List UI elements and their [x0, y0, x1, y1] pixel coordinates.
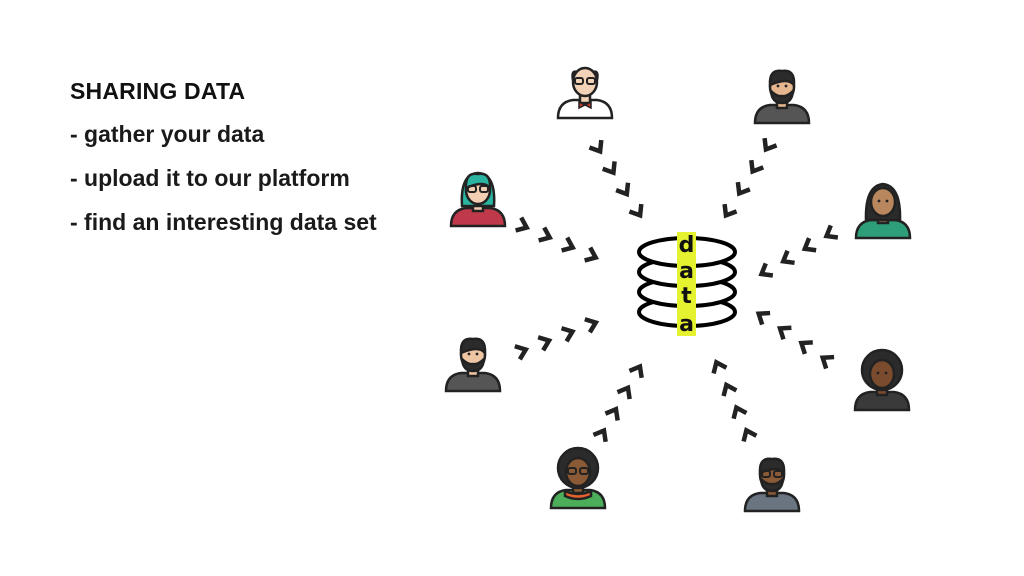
chevron-arrows	[514, 137, 839, 443]
chevron-arrow-1-1	[588, 139, 604, 155]
person-beard-grey-shirt-avatar	[444, 337, 502, 393]
database-icon: d a t a	[637, 232, 737, 337]
person-bald-glasses-bowtie-avatar	[556, 66, 614, 120]
data-label-highlight	[677, 232, 696, 336]
chevron-arrow-8-3	[721, 381, 738, 397]
chevron-arrow-4-1	[823, 224, 839, 240]
chevron-arrow-7-3	[616, 384, 632, 400]
chevron-arrow-6-1	[819, 354, 835, 370]
chevron-arrow-8-4	[711, 358, 728, 374]
chevron-arrow-6-3	[776, 325, 792, 340]
chevron-arrow-7-2	[604, 406, 620, 421]
slide-text: SHARING DATA - gather your data - upload…	[70, 78, 377, 251]
chevron-arrow-8-1	[741, 426, 758, 442]
chevron-arrow-2-4	[722, 203, 738, 219]
chevron-arrow-3-1	[515, 216, 531, 233]
person-afro-hair-avatar	[853, 348, 911, 412]
chevron-arrow-8-2	[731, 404, 748, 420]
chevron-arrow-4-2	[801, 237, 817, 253]
people-avatars	[444, 66, 912, 513]
bullet-find-data-set: - find an interesting data set	[70, 209, 377, 235]
chevron-arrow-3-2	[538, 226, 554, 243]
chevron-arrow-4-4	[758, 262, 774, 278]
chevron-arrow-5-4	[584, 317, 600, 334]
chevron-arrow-5-2	[537, 335, 553, 352]
chevron-arrow-6-2	[798, 340, 813, 355]
person-curly-hair-scarf-avatar	[549, 446, 607, 510]
chevron-arrow-7-4	[628, 363, 644, 379]
chevron-arrow-2-3	[735, 181, 751, 197]
person-dark-hair-beard-avatar	[753, 69, 811, 125]
chevron-arrow-3-4	[584, 246, 600, 263]
chevron-arrow-4-3	[780, 249, 795, 266]
chevron-arrow-5-1	[514, 344, 530, 361]
bullet-gather-data: - gather your data	[70, 121, 265, 147]
chevron-arrow-2-2	[749, 159, 765, 175]
chevron-arrow-2-1	[762, 137, 778, 153]
person-teal-hair-glasses-avatar	[449, 171, 507, 228]
data-letter-d: d	[679, 233, 695, 258]
person-hijab-avatar	[854, 182, 912, 240]
chevron-arrow-3-3	[561, 236, 577, 253]
data-letter-a-2: a	[679, 312, 694, 337]
chevron-arrow-1-2	[601, 161, 617, 176]
bullet-upload-platform: - upload it to our platform	[70, 165, 350, 191]
person-beard-glasses-avatar	[743, 457, 801, 513]
slide-title: SHARING DATA	[70, 78, 246, 104]
chevron-arrow-1-3	[615, 182, 631, 198]
chevron-arrow-7-1	[592, 427, 608, 443]
chevron-arrow-5-3	[560, 326, 576, 343]
data-letter-a: a	[679, 259, 694, 284]
chevron-arrow-6-4	[755, 310, 771, 326]
chevron-arrow-1-4	[628, 203, 644, 219]
data-letter-t: t	[681, 284, 692, 309]
